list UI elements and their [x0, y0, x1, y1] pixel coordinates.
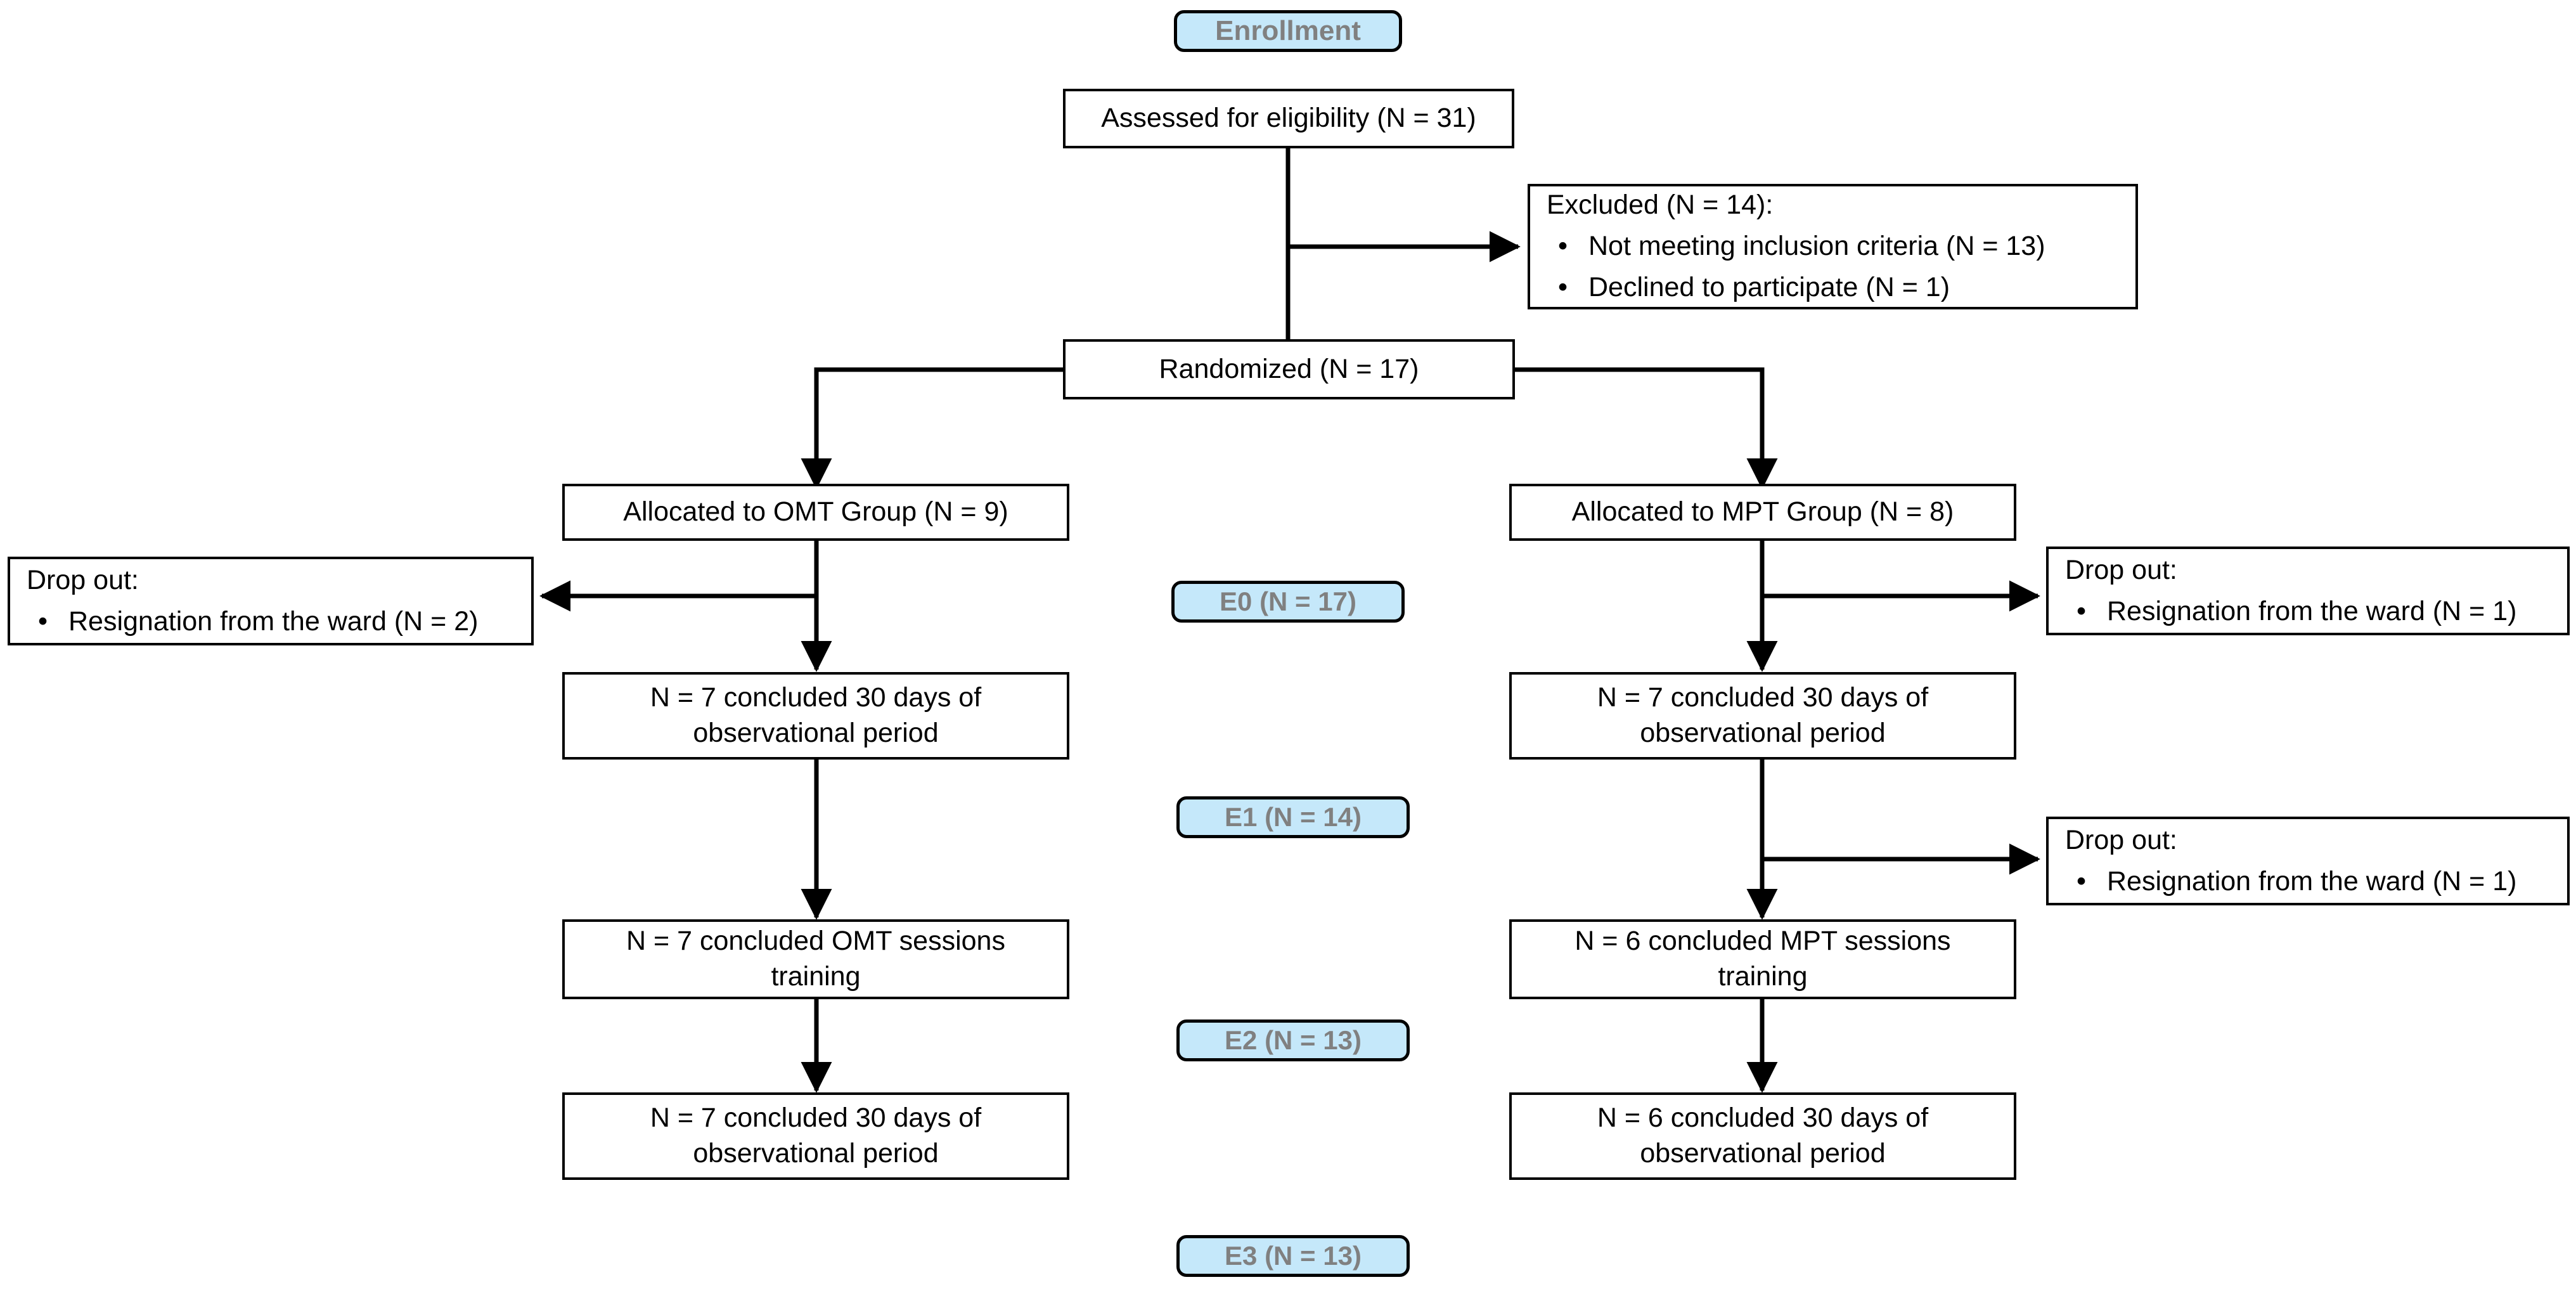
node-omt-observation-1-line-1: N = 7 concluded 30 days of	[650, 682, 982, 713]
node-mpt-observation-2: N = 6 concluded 30 days of observational…	[1509, 1092, 2016, 1180]
dropout-omt-heading: Drop out:	[27, 564, 139, 595]
node-randomized-text: Randomized (N = 17)	[1159, 353, 1419, 384]
excluded-bullet-list: • Not meeting inclusion criteria (N = 13…	[1547, 223, 2127, 306]
dropout-mpt-1-bullet-list: • Resignation from the ward (N = 1)	[2065, 588, 2558, 630]
bullet-glyph: •	[2077, 865, 2087, 896]
node-mpt-sessions-line-2: training	[1718, 961, 1808, 992]
node-mpt-observation-1-line-2: observational period	[1640, 718, 1886, 748]
dropout-omt-bullet-list: • Resignation from the ward (N = 2)	[27, 599, 522, 640]
node-omt-observation-2-line-2: observational period	[693, 1138, 939, 1168]
node-allocated-mpt-text: Allocated to MPT Group (N = 8)	[1571, 496, 1954, 528]
phase-label-e3: E3 (N = 13)	[1176, 1235, 1410, 1277]
bullet-glyph: •	[1558, 271, 1568, 302]
list-item: • Not meeting inclusion criteria (N = 13…	[1547, 229, 2127, 264]
node-allocated-omt-text: Allocated to OMT Group (N = 9)	[623, 496, 1008, 528]
list-item-text: Resignation from the ward (N = 2)	[68, 605, 479, 637]
list-item-text: Declined to participate (N = 1)	[1588, 271, 1950, 302]
dropout-mpt-2-heading: Drop out:	[2065, 824, 2177, 855]
phase-label-e0: E0 (N = 17)	[1171, 581, 1405, 623]
node-randomized: Randomized (N = 17)	[1063, 339, 1515, 399]
wire-randomized-to-mpt	[1515, 367, 1778, 489]
dropout-mpt-2-bullet-list: • Resignation from the ward (N = 1)	[2065, 858, 2558, 900]
node-omt-observation-2: N = 7 concluded 30 days of observational…	[562, 1092, 1069, 1180]
list-item: • Resignation from the ward (N = 1)	[2065, 864, 2558, 900]
list-item-text: Not meeting inclusion criteria (N = 13)	[1588, 231, 2045, 262]
node-omt-observation-2-line-1: N = 7 concluded 30 days of	[650, 1103, 982, 1134]
node-omt-observation-1: N = 7 concluded 30 days of observational…	[562, 672, 1069, 760]
node-mpt-observation-1: N = 7 concluded 30 days of observational…	[1509, 672, 2016, 760]
dropout-mpt-1-heading: Drop out:	[2065, 554, 2177, 585]
node-omt-sessions-line-1: N = 7 concluded OMT sessions	[626, 926, 1005, 957]
node-allocated-mpt: Allocated to MPT Group (N = 8)	[1509, 484, 2016, 541]
phase-label-enrollment: Enrollment	[1174, 10, 1402, 52]
phase-label-e2: E2 (N = 13)	[1176, 1019, 1410, 1061]
list-item-text: Resignation from the ward (N = 1)	[2107, 865, 2517, 896]
node-allocated-omt: Allocated to OMT Group (N = 9)	[562, 484, 1069, 541]
node-mpt-observation-2-line-1: N = 6 concluded 30 days of	[1597, 1103, 1929, 1134]
node-mpt-sessions-line-1: N = 6 concluded MPT sessions	[1575, 926, 1951, 957]
list-item-text: Resignation from the ward (N = 1)	[2107, 595, 2517, 626]
node-assessed-for-eligibility: Assessed for eligibility (N = 31)	[1063, 89, 1514, 148]
node-dropout-mpt-2: Drop out: • Resignation from the ward (N…	[2046, 817, 2570, 905]
node-dropout-omt: Drop out: • Resignation from the ward (N…	[8, 557, 534, 645]
node-mpt-sessions-training: N = 6 concluded MPT sessions training	[1509, 919, 2016, 999]
bullet-glyph: •	[2077, 595, 2087, 626]
node-mpt-observation-1-line-1: N = 7 concluded 30 days of	[1597, 682, 1929, 713]
bullet-glyph: •	[38, 605, 48, 637]
node-omt-sessions-training: N = 7 concluded OMT sessions training	[562, 919, 1069, 999]
list-item: • Resignation from the ward (N = 2)	[27, 604, 522, 640]
excluded-heading: Excluded (N = 14):	[1547, 190, 1774, 221]
phase-label-e1: E1 (N = 14)	[1176, 796, 1410, 838]
node-mpt-observation-2-line-2: observational period	[1640, 1138, 1886, 1168]
node-dropout-mpt-1: Drop out: • Resignation from the ward (N…	[2046, 547, 2570, 635]
node-omt-observation-1-line-2: observational period	[693, 718, 939, 748]
node-omt-sessions-line-2: training	[771, 961, 861, 992]
list-item: • Resignation from the ward (N = 1)	[2065, 594, 2558, 630]
wire-randomized-to-omt	[801, 367, 1063, 489]
node-excluded: Excluded (N = 14): • Not meeting inclusi…	[1528, 184, 2138, 309]
list-item: • Declined to participate (N = 1)	[1547, 270, 2127, 306]
bullet-glyph: •	[1558, 231, 1568, 262]
node-assessed-text: Assessed for eligibility (N = 31)	[1101, 103, 1476, 134]
